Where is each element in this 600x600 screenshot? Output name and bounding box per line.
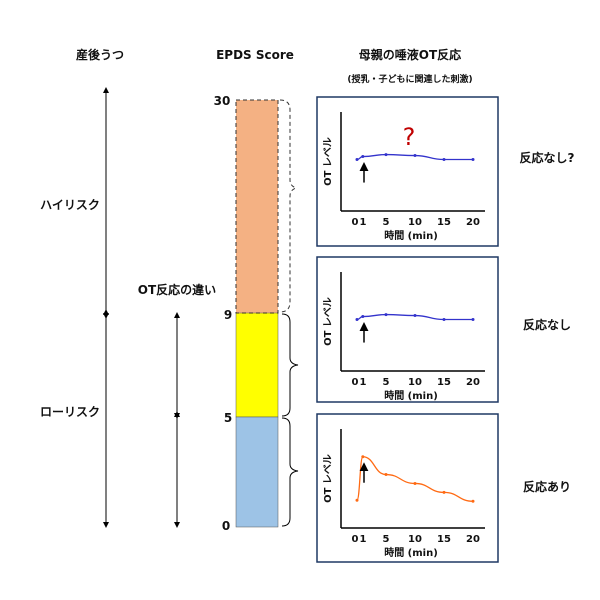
x-tick-label: 15 (437, 377, 451, 388)
score-30: 30 (214, 94, 231, 108)
x-tick-label: 5 (383, 217, 390, 228)
data-point (413, 154, 417, 158)
data-point (471, 318, 475, 322)
x-tick-label: 10 (408, 217, 422, 228)
data-point (471, 158, 475, 162)
data-point (413, 481, 417, 485)
header-ot: 母親の唾液OT反応 (359, 47, 461, 62)
header-epds: EPDS Score (216, 48, 294, 62)
x-tick-label: 5 (383, 377, 390, 388)
result-label-2: 反応なし (523, 317, 571, 332)
x-tick-label: 20 (466, 217, 480, 228)
panel-border (316, 413, 499, 563)
y-axis-label: OT レベル (322, 454, 334, 503)
panel-border (316, 96, 499, 247)
data-point (442, 490, 446, 494)
data-point (361, 155, 365, 159)
header-postpartum: 産後うつ (76, 47, 124, 62)
panel-border (316, 256, 499, 403)
data-point (471, 499, 475, 503)
data-point (361, 455, 365, 459)
data-point (384, 153, 388, 157)
x-tick-label: 15 (437, 217, 451, 228)
epds-high-outline (235, 99, 279, 314)
dashed-brace-high (279, 99, 298, 313)
x-tick-label: 1 (360, 534, 367, 545)
epds-mid-segment (235, 312, 279, 418)
x-tick-label: 0 (352, 217, 359, 228)
x-tick-label: 5 (383, 534, 390, 545)
data-point (355, 318, 359, 322)
score-5: 5 (224, 411, 232, 425)
header-ot-sub: (授乳・子どもに関連した刺激) (347, 73, 472, 85)
data-point (384, 313, 388, 317)
epds-low-segment (235, 416, 279, 528)
result-label-1: 反応なし? (520, 150, 575, 165)
ot-diff-label: OT反応の違い (138, 282, 216, 297)
data-point (384, 473, 388, 477)
epds-high-segment (236, 100, 278, 313)
x-tick-label: 1 (360, 377, 367, 388)
y-axis-label: OT レベル (322, 297, 334, 346)
x-tick-label: 10 (408, 534, 422, 545)
question-mark: ? (403, 123, 416, 151)
brace-low (281, 417, 299, 527)
data-point (355, 498, 359, 502)
score-0: 0 (222, 519, 230, 533)
x-tick-label: 20 (466, 377, 480, 388)
x-axis-label: 時間 (min) (384, 389, 438, 402)
data-point (442, 318, 446, 322)
result-label-3: 反応あり (523, 479, 571, 494)
low-risk-label: ローリスク (40, 405, 100, 419)
x-tick-label: 1 (360, 217, 367, 228)
data-point (355, 158, 359, 162)
x-tick-label: 10 (408, 377, 422, 388)
x-tick-label: 15 (437, 534, 451, 545)
data-point (413, 314, 417, 318)
brace-mid (281, 313, 299, 417)
x-tick-label: 0 (352, 377, 359, 388)
x-tick-label: 20 (466, 534, 480, 545)
data-point (442, 158, 446, 162)
score-9: 9 (224, 308, 232, 322)
x-axis-label: 時間 (min) (384, 546, 438, 559)
data-point (361, 315, 365, 319)
high-risk-label: ハイリスク (40, 198, 100, 212)
x-axis-label: 時間 (min) (384, 229, 438, 242)
x-tick-label: 0 (352, 534, 359, 545)
y-axis-label: OT レベル (322, 137, 334, 186)
